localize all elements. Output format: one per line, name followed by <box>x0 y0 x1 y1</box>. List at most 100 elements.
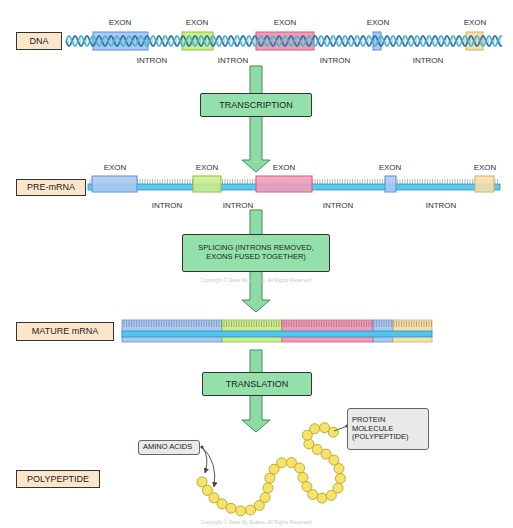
nucleotide-tick <box>452 179 453 184</box>
nucleotide-tick <box>336 321 337 327</box>
leader-line <box>334 426 347 431</box>
nucleotide-tick <box>279 321 280 327</box>
nucleotide-tick <box>317 179 318 184</box>
nucleotide-tick <box>337 179 338 184</box>
nucleotide-tick <box>289 321 290 327</box>
intron-label: INTRON <box>137 56 168 65</box>
nucleotide-tick <box>261 321 262 327</box>
chain-guide <box>202 428 340 512</box>
nucleotide-tick <box>241 321 242 327</box>
nucleotide-tick <box>221 321 222 327</box>
nucleotide-tick <box>425 179 426 184</box>
nucleotide-tick <box>149 321 150 327</box>
nucleotide-tick <box>411 321 412 327</box>
nucleotide-tick <box>309 321 310 327</box>
exon-label: EXON <box>104 163 127 172</box>
nucleotide-tick <box>281 321 282 327</box>
nucleotide-tick <box>329 321 330 327</box>
watermark: Copyright © Save My Exams. All Rights Re… <box>201 519 311 525</box>
nucleotide-tick <box>450 179 451 184</box>
callout-box: AMINO ACIDS <box>138 440 200 455</box>
box-text: POLYPEPTIDE <box>27 474 89 484</box>
exon-label: EXON <box>109 18 132 27</box>
nucleotide-tick <box>347 179 348 184</box>
nucleotide-tick <box>179 321 180 327</box>
nucleotide-tick <box>346 321 347 327</box>
exon-region <box>385 176 396 192</box>
nucleotide-tick <box>332 179 333 184</box>
nucleotide-tick <box>140 179 141 184</box>
stage-label-box: PRE-mRNA <box>16 179 86 196</box>
box-text: PRE-mRNA <box>27 182 75 192</box>
nucleotide-tick <box>327 179 328 184</box>
nucleotide-tick <box>250 179 251 184</box>
nucleotide-tick <box>417 179 418 184</box>
nucleotide-tick <box>264 321 265 327</box>
nucleotide-tick <box>352 179 353 184</box>
nucleotide-tick <box>157 179 158 184</box>
nucleotide-tick <box>406 321 407 327</box>
nucleotide-tick <box>152 179 153 184</box>
nucleotide-tick <box>414 321 415 327</box>
nucleotide-tick <box>136 321 137 327</box>
nucleotide-tick <box>314 321 315 327</box>
nucleotide-tick <box>372 179 373 184</box>
nucleotide-tick <box>421 321 422 327</box>
nucleotide-tick <box>379 321 380 327</box>
nucleotide-tick <box>357 179 358 184</box>
nucleotide-tick <box>244 321 245 327</box>
nucleotide-tick <box>162 179 163 184</box>
nucleotide-tick <box>431 321 432 327</box>
nucleotide-tick <box>472 179 473 184</box>
nucleotide-tick <box>90 179 91 184</box>
nucleotide-tick <box>382 179 383 184</box>
nucleotide-tick <box>129 321 130 327</box>
dna-strand <box>66 36 502 46</box>
nucleotide-tick <box>495 179 496 184</box>
nucleotide-tick <box>401 321 402 327</box>
nucleotide-tick <box>351 321 352 327</box>
nucleotide-tick <box>341 321 342 327</box>
nucleotide-tick <box>294 321 295 327</box>
exon-label: EXON <box>186 18 209 27</box>
stage-label-box: POLYPEPTIDE <box>16 470 100 488</box>
nucleotide-tick <box>216 321 217 327</box>
nucleotide-tick <box>186 321 187 327</box>
nucleotide-tick <box>169 321 170 327</box>
process-box: SPLICING (INTRONS REMOVED, EXONS FUSED T… <box>182 234 330 272</box>
intron-label: INTRON <box>223 201 254 210</box>
amino-acid-bead <box>217 499 227 509</box>
nucleotide-tick <box>320 179 321 184</box>
nucleotide-tick <box>399 321 400 327</box>
nucleotide-tick <box>366 321 367 327</box>
stage-label-box: MATURE mRNA <box>16 322 114 341</box>
nucleotide-tick <box>139 321 140 327</box>
nucleotide-tick <box>150 179 151 184</box>
nucleotide-tick <box>397 179 398 184</box>
amino-acid-bead <box>298 472 308 482</box>
nucleotide-tick <box>306 321 307 327</box>
nucleotide-tick <box>427 179 428 184</box>
nucleotide-tick <box>176 321 177 327</box>
nucleotide-tick <box>235 179 236 184</box>
process-box: TRANSCRIPTION <box>200 93 312 117</box>
nucleotide-tick <box>255 179 256 184</box>
intron-label: INTRON <box>426 201 457 210</box>
nucleotide-tick <box>331 321 332 327</box>
nucleotide-tick <box>315 179 316 184</box>
nucleotide-tick <box>230 179 231 184</box>
nucleotide-tick <box>142 179 143 184</box>
nucleotide-tick <box>389 321 390 327</box>
nucleotide-tick <box>396 321 397 327</box>
nucleotide-tick <box>386 321 387 327</box>
dna-strand <box>66 36 502 46</box>
nucleotide-tick <box>316 321 317 327</box>
box-text: AMINO ACIDS <box>143 443 192 452</box>
intron-label: INTRON <box>323 201 354 210</box>
nucleotide-tick <box>377 179 378 184</box>
intron-label: INTRON <box>413 56 444 65</box>
nucleotide-tick <box>180 179 181 184</box>
nucleotide-tick <box>361 321 362 327</box>
leader-line <box>202 447 215 487</box>
nucleotide-tick <box>416 321 417 327</box>
